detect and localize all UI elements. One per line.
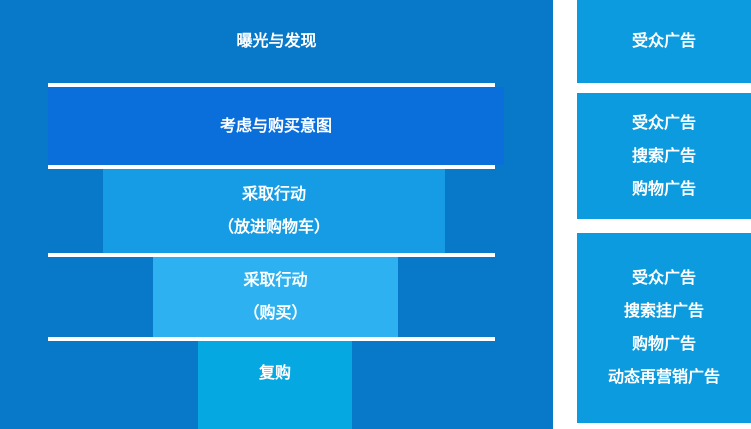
stage-label: 采取行动 <box>243 272 308 289</box>
ad-type-label: 受众广告 <box>631 270 696 287</box>
ads-panel-consideration: 受众广告 搜索广告 购物广告 <box>577 93 751 219</box>
funnel-stage-consideration: 考虑与购买意图 <box>48 87 504 165</box>
ad-type-label: 购物广告 <box>631 336 696 353</box>
stage-label: 曝光与发现 <box>236 33 317 50</box>
ad-type-label: 搜索广告 <box>631 147 696 165</box>
funnel-stage-add-to-cart: 采取行动 （放进购物车） <box>103 169 445 253</box>
ad-type-label: 搜索挂广告 <box>623 303 704 320</box>
ad-type-label: 购物广告 <box>631 180 696 198</box>
ads-panel-action: 受众广告 搜索挂广告 购物广告 动态再营销广告 <box>577 233 751 423</box>
funnel-stage-repurchase: 复购 <box>198 341 352 429</box>
stage-label: （购买） <box>243 305 308 322</box>
stage-separator <box>48 83 495 87</box>
stage-label: 考虑与购买意图 <box>219 117 332 135</box>
stage-separator <box>48 165 495 169</box>
funnel-stage-purchase: 采取行动 （购买） <box>153 257 398 337</box>
stage-label: （放进购物车） <box>217 219 330 236</box>
ad-type-label: 受众广告 <box>631 33 696 50</box>
ad-type-label: 动态再营销广告 <box>607 369 720 386</box>
funnel-stage-exposure: 曝光与发现 <box>0 0 553 83</box>
stage-label: 复购 <box>258 364 291 382</box>
stage-label: 采取行动 <box>241 186 306 203</box>
ads-panel-awareness: 受众广告 <box>577 0 751 83</box>
ad-type-label: 受众广告 <box>631 114 696 132</box>
stage-separator <box>48 253 495 257</box>
stage-separator <box>48 337 495 341</box>
